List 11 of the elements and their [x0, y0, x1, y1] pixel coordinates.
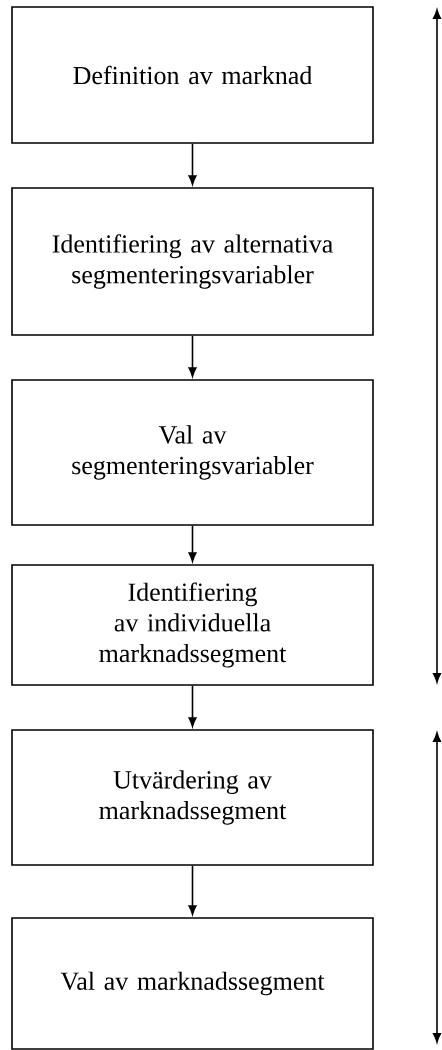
process-box: Utvärdering av marknadssegment — [11, 729, 374, 866]
arrow — [188, 685, 197, 727]
process-box: Identifiering av individuella marknadssegment — [11, 564, 374, 686]
process-box: Identifiering av alternativa segmenteringsvariabler — [11, 187, 374, 336]
arrow — [188, 865, 197, 915]
process-box: Val av marknadssegment — [11, 917, 374, 1050]
process-box: Definition av marknad — [11, 6, 374, 144]
arrow — [188, 525, 197, 562]
arrow — [188, 143, 197, 185]
arrow — [188, 335, 197, 377]
process-box: Val av segmenteringsvariabler — [11, 379, 374, 526]
